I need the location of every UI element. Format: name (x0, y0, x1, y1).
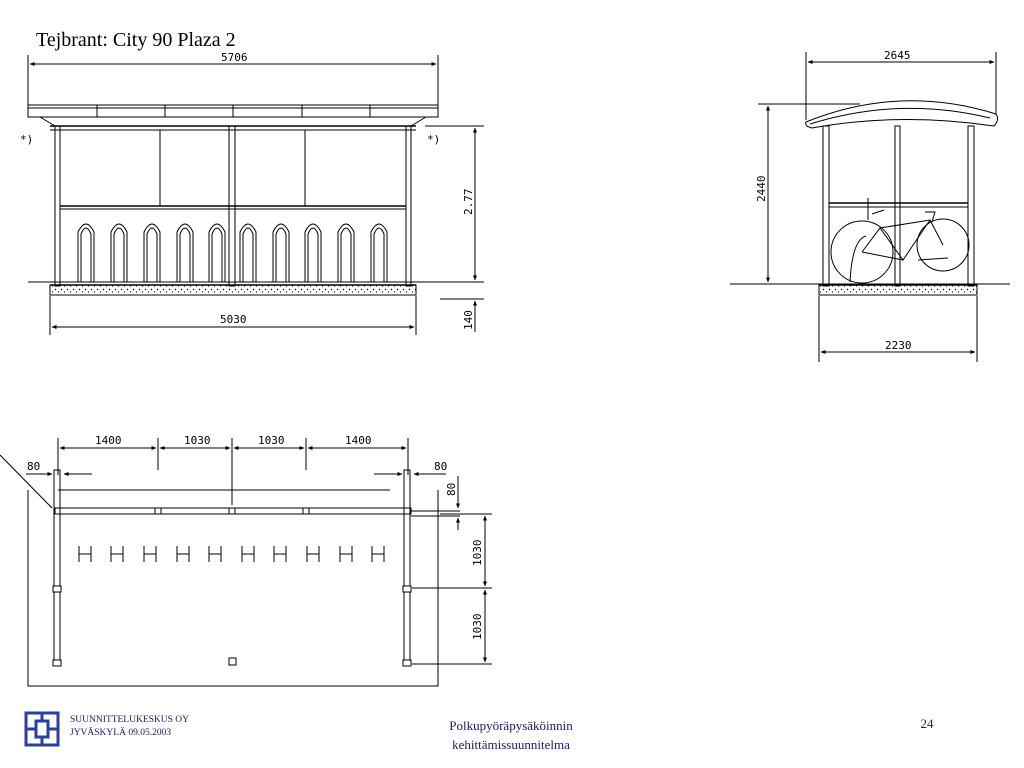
footer-title-line-2: kehittämissuunnitelma (452, 737, 570, 752)
plan-span-4-label: 1400 (345, 434, 372, 447)
footer-company: Suunnittelukeskus Oy Jyväskylä 09.05.200… (70, 714, 189, 740)
slide-title: Tejbrant: City 90 Plaza 2 (36, 29, 236, 51)
front-overall-width-label: 5706 (221, 51, 248, 64)
footer-presentation-title: Polkupyöräpysäköinnin kehittämissuunnite… (400, 716, 622, 754)
plan-span-3-label: 1030 (258, 434, 285, 447)
page-number: 24 (920, 716, 934, 731)
plan-edge-right-label: 80 (434, 460, 447, 473)
plan-side-small-label: 80 (445, 483, 458, 496)
side-elevation (730, 52, 1010, 362)
footer-title-line-1: Polkupyöräpysäköinnin (449, 718, 573, 733)
footer-company-name: Suunnittelukeskus Oy (70, 715, 190, 725)
front-elevation (27, 55, 484, 335)
side-height-label: 2440 (755, 176, 768, 203)
front-note-right: *) (427, 133, 440, 146)
side-roof-width-label: 2645 (884, 49, 911, 62)
plan-depth-upper-label: 1030 (471, 540, 484, 567)
front-base-height-label: 140 (462, 310, 475, 330)
company-logo (24, 711, 60, 747)
front-height-label: 2.77 (462, 189, 475, 216)
front-base-width-label: 5030 (220, 313, 247, 326)
side-base-width-label: 2230 (885, 339, 912, 352)
front-note-left: *) (20, 133, 33, 146)
footer-company-location-date: Jyväskylä 09.05.2003 (70, 728, 172, 738)
plan-depth-lower-label: 1030 (471, 614, 484, 641)
plan-edge-left-label: 80 (27, 460, 40, 473)
plan-span-2-label: 1030 (184, 434, 211, 447)
plan-span-1-label: 1400 (95, 434, 122, 447)
plan-view (0, 438, 492, 687)
technical-drawing: 5706 5030 2.77 140 *) *) (0, 49, 1010, 687)
